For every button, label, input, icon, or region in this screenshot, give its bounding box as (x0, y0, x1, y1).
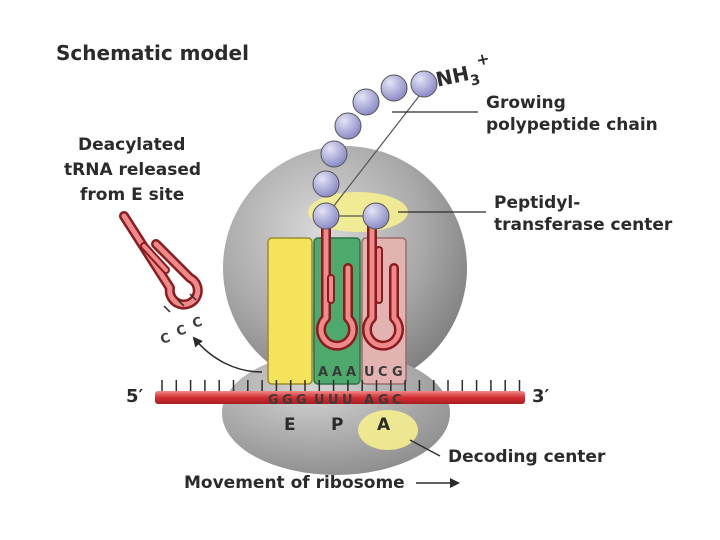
codon-2: G (282, 393, 294, 408)
label-growing-chain: Growing polypeptide chain (392, 93, 658, 135)
p-site-trna (316, 219, 358, 351)
a-site-trna (362, 219, 404, 351)
svg-text:Peptidyl-: Peptidyl- (494, 193, 580, 213)
codon-5: U (328, 393, 340, 408)
p-site-box (313, 237, 361, 385)
svg-text:Decoding center: Decoding center (448, 447, 606, 467)
a-anticodon-2: C (378, 365, 389, 380)
site-label-p: P (331, 415, 343, 435)
released-trna (119, 211, 203, 310)
amino-acid-bead (320, 140, 348, 168)
amino-acid-bead (352, 88, 380, 116)
svg-text:from E site: from E site (80, 185, 184, 205)
release-arrow (192, 336, 263, 373)
five-prime-label: 5′ (126, 386, 144, 407)
amino-acid-bead (312, 170, 340, 198)
nh3-base: NH (434, 61, 472, 91)
decoding-highlight (358, 410, 418, 450)
released-anticodon-2: C (175, 322, 190, 340)
three-prime-label: 3′ (532, 386, 550, 407)
codon-7: A (364, 393, 375, 408)
svg-text:Growing: Growing (486, 93, 566, 113)
nh3-sub: 3 (469, 72, 482, 90)
svg-text:transferase center: transferase center (494, 215, 673, 235)
label-peptidyl: Peptidyl- transferase center (398, 193, 673, 235)
codon-9: C (392, 393, 403, 408)
nh3-terminus: NH3 + (432, 49, 495, 97)
mrna-ticks (161, 380, 521, 392)
amino-acid-bead (312, 202, 340, 230)
amino-acid-bead (380, 74, 408, 102)
site-label-a: A (377, 415, 391, 435)
released-anticodon-1: C (159, 330, 174, 348)
e-site-box (267, 237, 313, 385)
nh3-sup: + (474, 49, 491, 70)
site-label-e: E (284, 415, 296, 435)
label-deacylated: Deacylated tRNA released from E site (64, 135, 201, 205)
codon-3: G (296, 393, 308, 408)
svg-text:Deacylated: Deacylated (78, 135, 185, 155)
amino-acid-bead (362, 202, 390, 230)
codon-4: U (314, 393, 326, 408)
svg-text:NH3+: NH3 + (432, 49, 495, 97)
svg-text:tRNA released: tRNA released (64, 160, 201, 180)
codon-6: U (342, 393, 354, 408)
svg-text:polypeptide chain: polypeptide chain (486, 115, 658, 135)
p-anticodon-2: A (332, 365, 343, 380)
label-movement: Movement of ribosome (184, 473, 460, 493)
diagram-title: Schematic model (56, 41, 249, 65)
codon-1: G (268, 393, 280, 408)
mrna-strand: G G G U U U A G C (155, 380, 525, 408)
mrna-bar (155, 391, 525, 404)
released-anticodon-3: C (191, 314, 206, 332)
amino-acid-bead (334, 112, 362, 140)
codon-8: G (378, 393, 390, 408)
p-anticodon-3: A (346, 365, 357, 380)
amino-acid-bead (410, 70, 438, 98)
released-anticodon-ticks (163, 293, 197, 313)
svg-text:Movement of ribosome: Movement of ribosome (184, 473, 405, 493)
label-decoding: Decoding center (409, 439, 606, 467)
polypeptide-chain (312, 70, 438, 230)
a-anticodon-1: U (364, 365, 376, 380)
p-anticodon-1: A (318, 365, 329, 380)
a-anticodon-3: G (392, 365, 404, 380)
